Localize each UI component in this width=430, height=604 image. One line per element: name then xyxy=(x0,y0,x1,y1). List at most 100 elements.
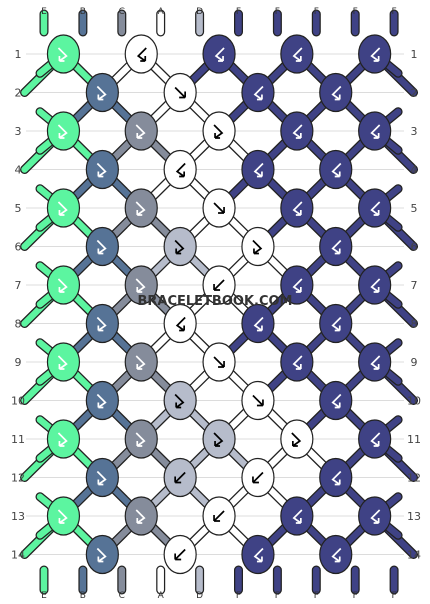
backward-arrow-icon xyxy=(174,548,186,561)
arrow-path xyxy=(175,316,186,332)
arrow-path xyxy=(96,162,107,178)
backward-forward-arrow-icon xyxy=(175,316,186,332)
forward-backward-arrow-icon xyxy=(96,547,107,563)
knot-a xyxy=(163,72,197,113)
knot-f xyxy=(358,265,392,305)
knot-f xyxy=(241,303,275,344)
knot-a xyxy=(202,265,236,305)
backward-forward-arrow-icon xyxy=(331,162,342,178)
knot-f xyxy=(319,534,353,575)
knot-f xyxy=(319,149,353,190)
knot-b xyxy=(85,303,119,344)
arrow-path xyxy=(370,47,381,62)
forward-backward-arrow-icon xyxy=(96,239,107,255)
knot-f xyxy=(358,34,392,74)
backward-forward-arrow-icon xyxy=(370,509,381,524)
knot-e xyxy=(46,265,81,305)
backward-forward-arrow-icon xyxy=(370,201,381,216)
strand-letter-bottom: C xyxy=(119,591,125,601)
knot-d xyxy=(163,380,197,421)
knot-e xyxy=(46,188,81,228)
forward-backward-arrow-icon xyxy=(57,509,68,524)
row-label-left: 13 xyxy=(11,510,25,523)
arrow-path xyxy=(57,47,68,62)
backward-arrow-icon xyxy=(174,471,186,484)
backward-forward-arrow-icon xyxy=(253,547,264,563)
backward-forward-arrow-icon xyxy=(370,47,381,62)
arrow-path xyxy=(292,124,303,139)
arrow-path xyxy=(174,239,185,255)
backward-forward-arrow-icon xyxy=(331,85,342,101)
forward-arrow-icon xyxy=(213,356,225,368)
forward-backward-arrow-icon xyxy=(174,393,185,409)
arrow-path xyxy=(331,316,342,332)
backward-forward-arrow-icon xyxy=(331,470,342,486)
strand-letter-bottom: F xyxy=(353,591,358,601)
knot-e xyxy=(46,34,81,74)
arrow-path xyxy=(213,510,225,522)
knot-b xyxy=(85,72,119,113)
arrow-path xyxy=(96,470,107,486)
arrow-path xyxy=(96,85,107,101)
backward-forward-arrow-icon xyxy=(253,162,264,178)
knot-f xyxy=(358,111,392,151)
row-label-left: 4 xyxy=(15,164,22,177)
forward-backward-arrow-icon xyxy=(96,85,107,101)
arrow-path xyxy=(174,471,186,484)
strand-letter-bottom: E xyxy=(41,591,47,601)
arrow-path xyxy=(331,239,342,255)
row-label-right: 3 xyxy=(411,125,418,138)
arrow-path xyxy=(213,124,224,139)
backward-forward-arrow-icon xyxy=(253,85,264,101)
backward-forward-arrow-icon xyxy=(370,278,381,293)
row-label-left: 3 xyxy=(15,125,22,138)
row-label-left: 12 xyxy=(11,472,25,485)
knot-f xyxy=(319,303,353,344)
row-label-right: 5 xyxy=(411,202,418,215)
arrow-path xyxy=(214,47,225,62)
knot-b xyxy=(85,534,119,575)
arrow-path xyxy=(252,471,264,484)
row-label-left: 1 xyxy=(15,48,22,61)
knot-f xyxy=(280,111,314,151)
arrow-path xyxy=(253,85,264,101)
knot-c xyxy=(124,111,158,151)
forward-backward-arrow-icon xyxy=(135,432,146,447)
knot-f xyxy=(358,188,392,228)
knot-f xyxy=(280,34,314,74)
arrow-path xyxy=(174,548,186,561)
arrow-path xyxy=(57,278,68,293)
row-label-right: 14 xyxy=(407,549,421,562)
forward-backward-arrow-icon xyxy=(96,470,107,486)
strand-letter-bottom: F xyxy=(392,591,397,601)
arrow-path xyxy=(292,509,303,524)
backward-forward-arrow-icon xyxy=(136,47,147,62)
knot-f xyxy=(319,226,353,267)
row-label-right: 1 xyxy=(411,48,418,61)
strand-letter-bottom: F xyxy=(236,591,241,601)
arrow-path xyxy=(370,278,381,293)
forward-backward-arrow-icon xyxy=(57,278,68,293)
arrow-path xyxy=(253,162,264,178)
row-label-right: 6 xyxy=(411,241,418,254)
knot-f xyxy=(358,496,392,536)
strand-letter-top: F xyxy=(353,7,358,17)
knot-c xyxy=(124,419,158,459)
knot-a xyxy=(124,34,158,74)
forward-backward-arrow-icon xyxy=(213,432,224,447)
strand-letter-top: A xyxy=(158,7,165,17)
forward-backward-arrow-icon xyxy=(57,124,68,139)
arrow-path xyxy=(57,201,68,216)
knot-e xyxy=(46,496,81,536)
arrow-path xyxy=(252,239,263,255)
knot-e xyxy=(46,111,81,151)
arrow-path xyxy=(135,278,146,293)
arrow-path xyxy=(57,355,68,370)
strand-letter-top: B xyxy=(80,7,86,17)
arrow-path xyxy=(135,355,146,370)
knot-a xyxy=(202,111,236,151)
knot-f xyxy=(202,34,236,74)
knot-a xyxy=(241,226,275,267)
row-label-right: 9 xyxy=(411,356,418,369)
